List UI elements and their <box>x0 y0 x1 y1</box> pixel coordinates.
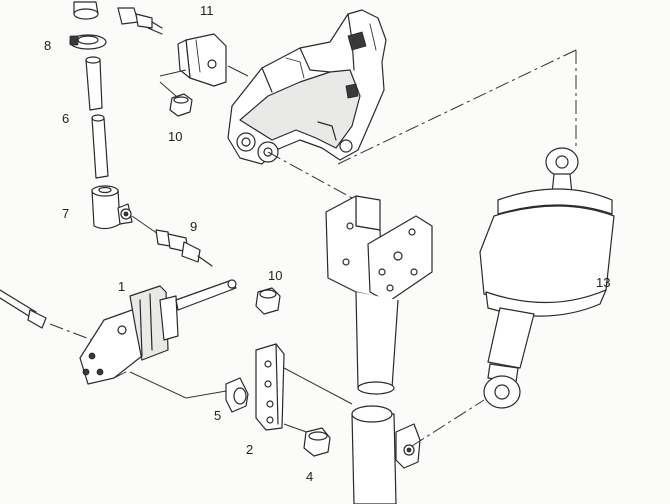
part-upper-post-plate <box>325 195 433 395</box>
part-5-bushing <box>225 377 249 413</box>
part-10-nut-upper <box>169 93 193 117</box>
callout-2: 2 <box>246 442 253 457</box>
part-9-fitting <box>131 215 213 267</box>
part-10-nut-lower <box>255 287 281 315</box>
part-rod-left <box>0 289 47 329</box>
part-top-nipple <box>117 7 163 35</box>
part-8-hose-clamp <box>69 34 107 50</box>
callout-9: 9 <box>190 219 197 234</box>
callout-8: 8 <box>44 38 51 53</box>
part-hose-upper <box>85 56 103 111</box>
part-7-elbow-connector <box>91 185 133 230</box>
callout-13: 13 <box>596 275 610 290</box>
callout-10-lower: 10 <box>268 268 282 283</box>
part-1-levelling-valve <box>79 279 237 385</box>
callout-1: 1 <box>118 279 125 294</box>
leader-rod <box>49 323 93 341</box>
leader-1-down <box>129 371 233 399</box>
leader-13-lower <box>411 399 485 447</box>
callout-10-upper: 10 <box>168 129 182 144</box>
callout-7: 7 <box>62 206 69 221</box>
leader-11b <box>227 65 249 77</box>
part-13-air-spring <box>479 147 615 409</box>
part-top-fitting <box>73 1 99 20</box>
leader-13-top <box>267 151 353 199</box>
leader-13-upper <box>337 49 577 165</box>
part-upper-mount-casting <box>227 9 387 165</box>
part-4-nut <box>303 427 331 457</box>
leader-10-upper <box>159 81 177 97</box>
part-6-hose <box>91 114 109 179</box>
leader-11 <box>159 69 187 77</box>
leader-2-upper <box>283 367 353 405</box>
callout-4: 4 <box>306 469 313 484</box>
callout-6: 6 <box>62 111 69 126</box>
callout-11: 11 <box>200 3 214 18</box>
part-lower-post <box>351 405 421 504</box>
callout-5: 5 <box>214 408 221 423</box>
part-2-link-plate <box>255 343 285 431</box>
part-11-bracket <box>177 33 227 87</box>
